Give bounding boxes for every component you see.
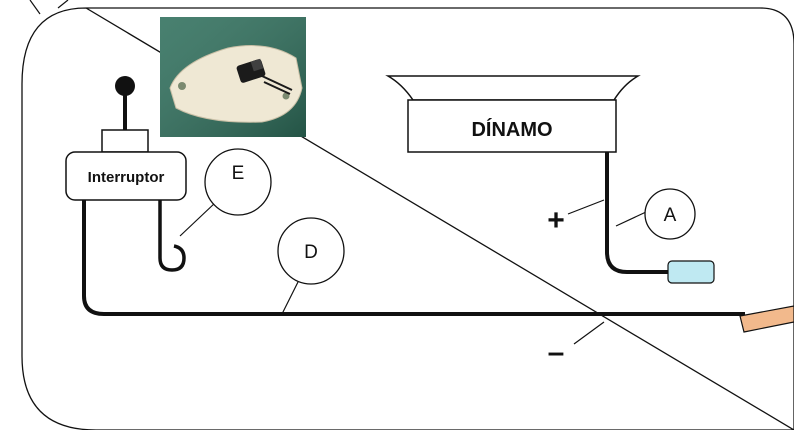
callout-a-circle — [644, 188, 696, 240]
negative-sign: – — [548, 336, 565, 369]
callout-e-leader — [179, 201, 217, 237]
wire-a — [605, 152, 670, 274]
callout-e-label: E — [232, 163, 245, 184]
switch-photo — [160, 17, 306, 137]
callout-d-label: D — [304, 242, 318, 263]
negative-sign-leader — [573, 321, 605, 345]
callout-e-circle — [204, 148, 272, 216]
positive-terminal — [667, 260, 715, 284]
frame-corner-line-2 — [57, 0, 69, 9]
switch-lever — [101, 76, 149, 153]
callout-a-label: A — [664, 205, 677, 226]
positive-sign: + — [547, 204, 565, 237]
switch-box — [65, 151, 187, 201]
dynamo-label: DÍNAMO — [471, 118, 552, 141]
negative-terminal — [739, 305, 794, 333]
callout-a-leader — [615, 211, 647, 227]
positive-sign-leader — [567, 199, 605, 215]
dynamo — [385, 75, 641, 153]
callout-d-leader — [281, 281, 299, 315]
wire-d — [82, 200, 745, 316]
callout-d-circle — [277, 217, 345, 285]
wire-e — [158, 200, 186, 272]
frame-corner-line — [29, 0, 41, 15]
switch-label: Interruptor — [88, 169, 165, 186]
